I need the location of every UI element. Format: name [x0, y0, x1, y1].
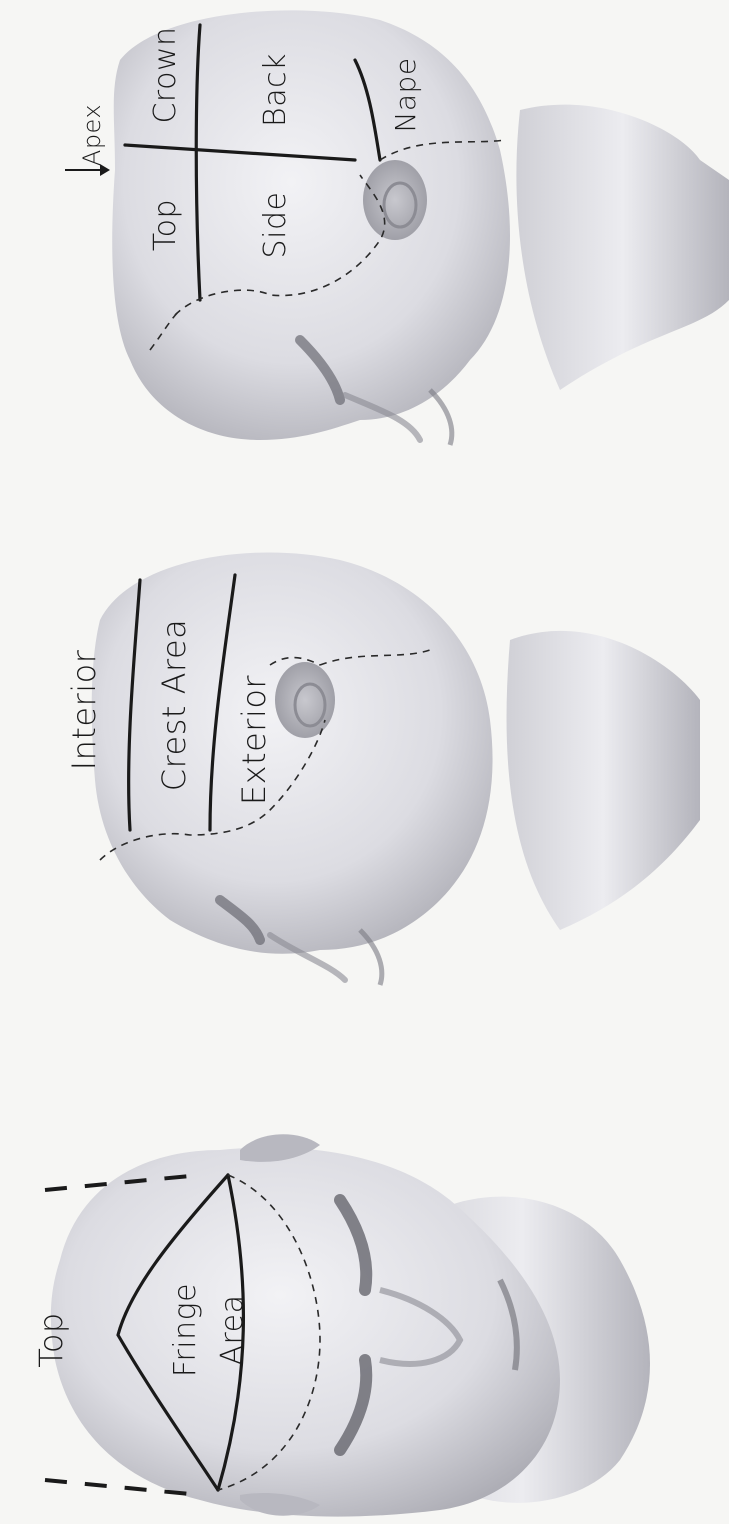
profile-head-sections: Apex Top Crown Side Back Nape: [65, 10, 729, 445]
label-nape: Nape: [389, 57, 422, 132]
label-apex: Apex: [78, 104, 106, 166]
neck-shape: [507, 631, 700, 930]
label-top: Top: [148, 199, 183, 251]
mouth-shape: [430, 390, 452, 445]
neck-shape: [516, 105, 729, 390]
profile-head-areas: Interior Crest Area Exterior: [65, 553, 700, 986]
label-side: Side: [258, 192, 293, 259]
head-shape: [92, 553, 493, 954]
label-crown: Crown: [148, 26, 183, 123]
label-fringe: Fringe: [168, 1283, 203, 1377]
label-top: Top: [32, 1312, 70, 1368]
label-interior: Interior: [65, 649, 103, 770]
label-back: Back: [258, 53, 293, 127]
label-crest-area: Crest Area: [155, 619, 193, 792]
label-area: Area: [215, 1294, 250, 1365]
label-exterior: Exterior: [235, 675, 273, 806]
ear-shape: [363, 160, 427, 240]
front-head-fringe: Top Fringe Area: [32, 1134, 650, 1516]
